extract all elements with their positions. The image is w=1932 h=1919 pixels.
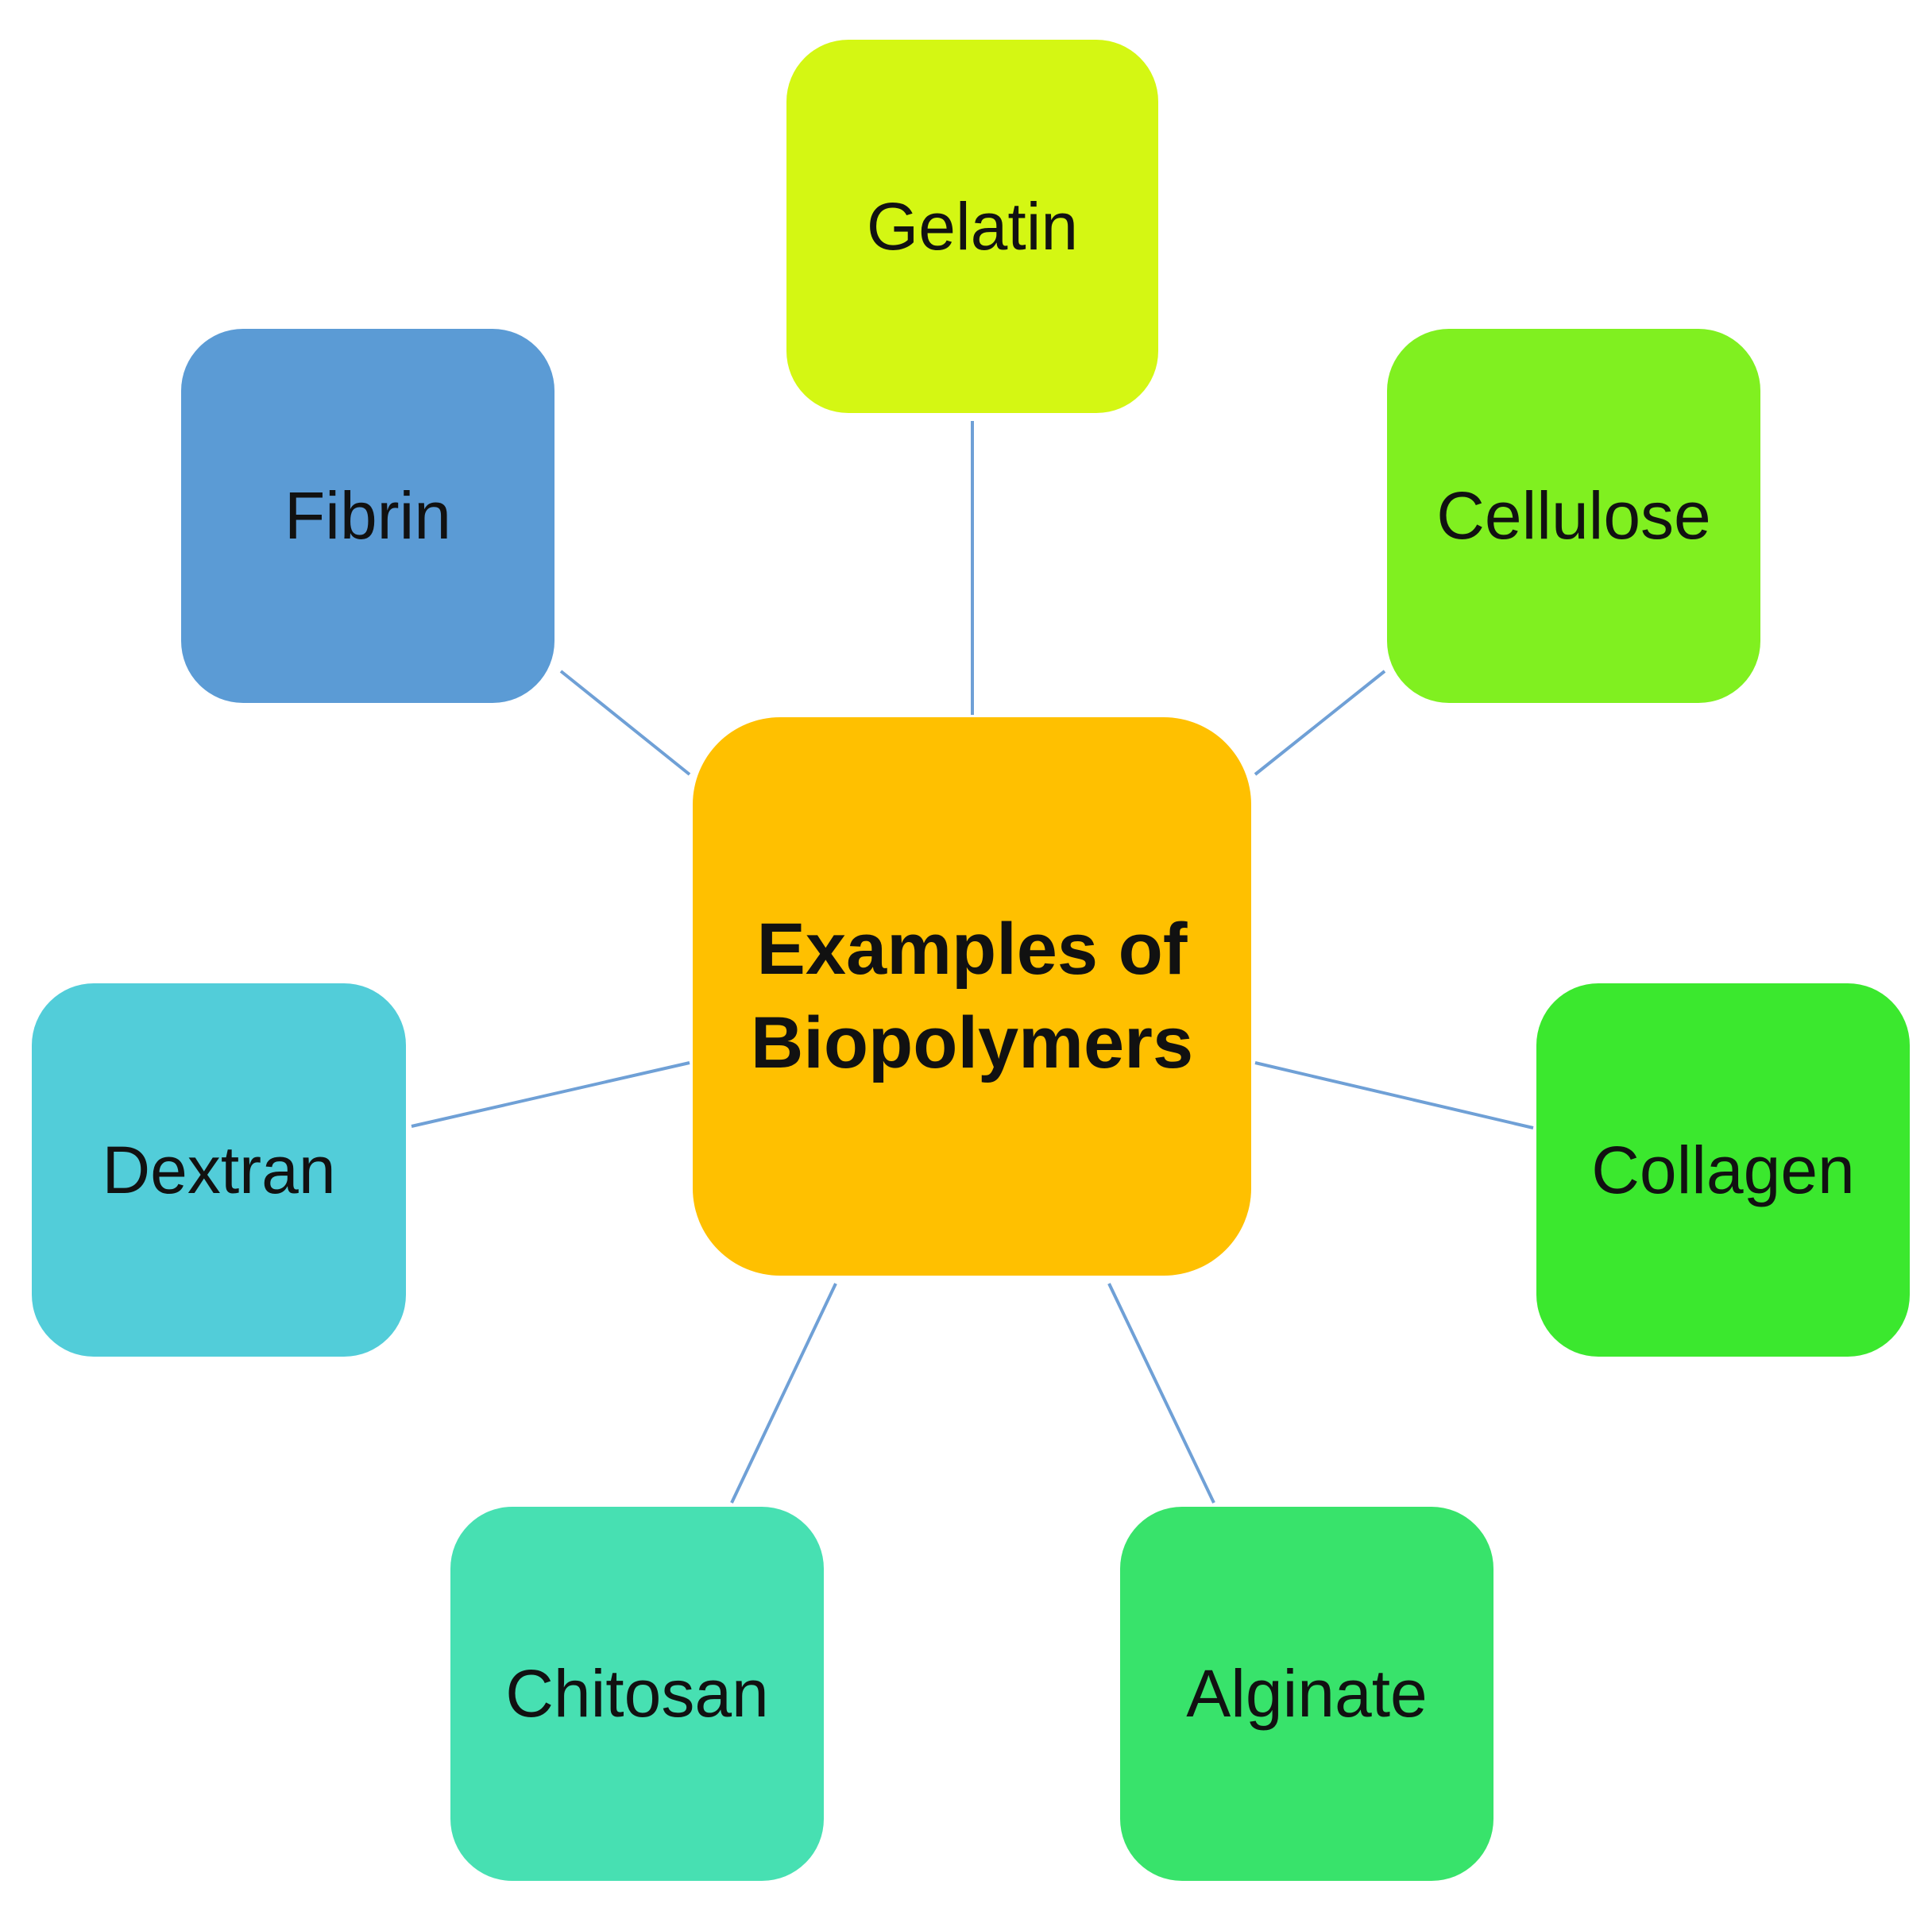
node-dextran: Dextran: [32, 983, 406, 1357]
connector-cellulose: [1254, 670, 1386, 776]
node-label-cellulose: Cellulose: [1436, 478, 1711, 554]
node-label-alginate: Alginate: [1186, 1656, 1428, 1732]
node-collagen: Collagen: [1536, 983, 1910, 1357]
node-label-chitosan: Chitosan: [505, 1656, 769, 1732]
node-label-collagen: Collagen: [1591, 1132, 1855, 1207]
connector-fibrin: [559, 670, 691, 776]
node-chitosan: Chitosan: [450, 1507, 824, 1881]
center-label-line1: Examples of: [756, 908, 1188, 990]
connector-chitosan: [730, 1283, 837, 1504]
center-label-line2: Biopolymers: [750, 1002, 1194, 1083]
node-label-fibrin: Fibrin: [284, 478, 452, 554]
node-gelatin: Gelatin: [786, 40, 1158, 413]
node-fibrin: Fibrin: [181, 329, 554, 703]
connector-alginate: [1107, 1283, 1215, 1504]
node-label-dextran: Dextran: [102, 1132, 336, 1207]
center-node: Examples of Biopolymers: [693, 717, 1251, 1276]
node-cellulose: Cellulose: [1387, 329, 1760, 703]
connector-collagen: [1254, 1061, 1534, 1129]
node-alginate: Alginate: [1120, 1507, 1493, 1881]
connector-dextran: [411, 1061, 690, 1128]
center-label: Examples of Biopolymers: [751, 903, 1193, 1091]
node-label-gelatin: Gelatin: [866, 188, 1079, 264]
